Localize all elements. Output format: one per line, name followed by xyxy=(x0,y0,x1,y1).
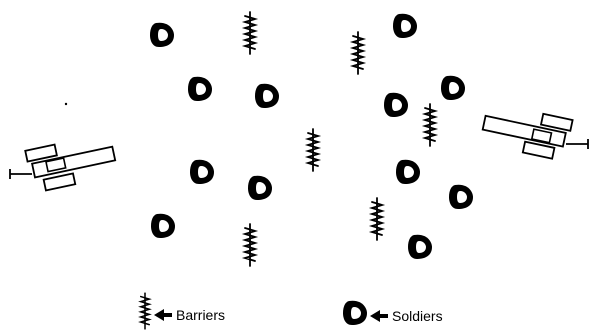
tank-icon xyxy=(9,143,117,192)
arrow-left-icon xyxy=(154,309,172,321)
legend: Barriers Soldiers xyxy=(139,292,443,330)
legend-soldiers-label: Soldiers xyxy=(392,308,443,324)
soldier-icon xyxy=(190,159,214,184)
barrier-icon xyxy=(139,292,151,330)
tank-icon xyxy=(481,112,589,160)
soldier-icon xyxy=(150,22,174,47)
soldier-icon xyxy=(384,92,408,117)
soldier-icon xyxy=(151,213,175,238)
barrier-icon xyxy=(244,223,256,267)
soldier-icon xyxy=(449,184,473,209)
legend-barriers-label: Barriers xyxy=(176,307,225,323)
arrow-left-icon xyxy=(370,310,388,322)
speck xyxy=(64,102,68,106)
barrier-icon xyxy=(352,31,364,75)
tank-left xyxy=(9,143,117,192)
barrier-icon xyxy=(371,197,383,241)
barrier-icon xyxy=(307,128,319,172)
legend-soldiers: Soldiers xyxy=(343,300,443,325)
barrier-icon xyxy=(424,103,436,147)
soldier-icon xyxy=(255,83,279,108)
soldier-icon xyxy=(248,175,272,200)
soldier-icon xyxy=(393,13,417,38)
soldier-icon xyxy=(188,76,212,101)
soldier-icon xyxy=(408,234,432,259)
barrier-icon xyxy=(244,11,256,55)
tank-right xyxy=(481,112,589,160)
legend-barriers: Barriers xyxy=(139,292,225,330)
soldier-icon xyxy=(343,300,367,325)
soldier-icon xyxy=(396,159,420,184)
soldier-icon xyxy=(441,75,465,100)
